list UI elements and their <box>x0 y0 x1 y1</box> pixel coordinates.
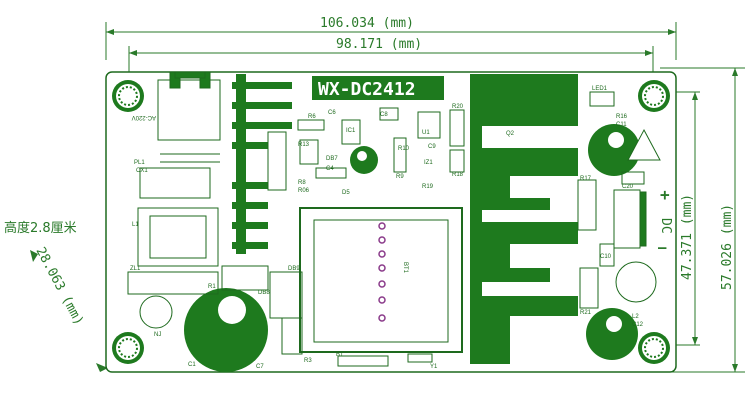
heatsink-left <box>232 74 292 254</box>
capacitor-c12 <box>586 308 638 360</box>
label-c11: C11 <box>616 122 627 128</box>
small-parts <box>297 91 645 367</box>
right-height-text: 57.026 (mm) <box>720 204 735 290</box>
label-c4: C4 <box>326 166 334 172</box>
label-db7: DB7 <box>326 156 338 162</box>
label-r17: R17 <box>580 176 592 182</box>
label-r18: R18 <box>452 172 464 178</box>
label-d5: D5 <box>342 190 350 196</box>
label-nj: NJ <box>154 332 161 338</box>
dc-label: DC <box>658 218 673 234</box>
label-iz1: IZ1 <box>424 160 433 166</box>
capacitor-c1 <box>184 288 268 372</box>
inner-width-text: 98.171 (mm) <box>336 37 422 52</box>
label-r20: R20 <box>452 104 464 110</box>
mounting-hole-bottom-left <box>112 332 144 364</box>
label-u1: U1 <box>422 130 430 136</box>
diagonal-arrow-bottom <box>96 363 108 372</box>
q2-label: Q2 <box>506 131 515 137</box>
transformer-bt1 <box>299 207 463 353</box>
label-ic1: IC1 <box>346 128 356 134</box>
label-r6: R6 <box>308 114 316 120</box>
diagonal-text: 28.063 (mm) <box>32 245 86 328</box>
label-c12: C12 <box>632 322 644 328</box>
mounting-hole-bottom-right <box>638 332 670 364</box>
diagonal-arrow-top <box>30 250 38 262</box>
label-db8: DB8 <box>258 290 270 296</box>
label-c8: C8 <box>380 112 388 118</box>
label-r19: R19 <box>422 184 434 190</box>
label-c1: C1 <box>188 362 196 368</box>
label-pl1: PL1 <box>134 160 145 166</box>
dc-plus: + <box>660 185 670 204</box>
filter-components <box>127 153 303 355</box>
mounting-holes <box>112 80 670 364</box>
label-r8: R8 <box>298 180 306 186</box>
thickness-label: 高度2.8厘米 <box>4 220 77 236</box>
label-c20: C20 <box>622 184 634 190</box>
capacitor-c11 <box>588 124 661 176</box>
board-title: WX-DC2412 <box>318 79 416 100</box>
label-r13: R13 <box>298 142 310 148</box>
heatsink-right <box>470 74 578 364</box>
label-r9: R9 <box>396 174 404 180</box>
label-c9: C9 <box>428 144 436 150</box>
label-zl1: ZL1 <box>130 266 141 272</box>
label-r10: R10 <box>398 146 410 152</box>
varistor-nj <box>139 295 173 329</box>
label-cx1: CX1 <box>136 168 148 174</box>
label-l2: L2 <box>632 314 639 320</box>
label-c6: C6 <box>328 110 336 116</box>
label-r16: R16 <box>616 114 628 120</box>
label-r3: R3 <box>304 358 312 364</box>
mounting-hole-top-left <box>112 80 144 112</box>
ac-label: AC-220V <box>132 114 156 120</box>
label-r1: R1 <box>208 284 216 290</box>
inner-height-text: 47.371 (mm) <box>680 194 695 280</box>
label-db9: DB9 <box>288 266 300 272</box>
label-y1: Y1 <box>430 364 438 370</box>
component-labels: R6 C6 IC1 C8 U1 R20 LED1 R16 C11 R13 DB7… <box>130 86 644 370</box>
dc-output-terminal <box>613 189 647 249</box>
transformer-pins <box>378 222 386 322</box>
label-r06: R06 <box>298 188 310 194</box>
board-title-bg <box>312 76 444 100</box>
label-c7: C7 <box>256 364 264 370</box>
label-c10: C10 <box>600 254 612 260</box>
label-b1: B1 <box>336 352 344 358</box>
dc-minus: — <box>658 240 667 256</box>
top-width-text: 106.034 (mm) <box>320 16 414 31</box>
dimension-arrows <box>106 29 738 372</box>
resistor-block <box>267 131 287 191</box>
inductor-l2 <box>615 261 657 303</box>
bt1-label: BT1 <box>402 262 408 274</box>
label-l1: L1 <box>132 222 139 228</box>
mounting-hole-top-right <box>638 80 670 112</box>
label-r21: R21 <box>580 310 592 316</box>
ac-input-terminal <box>157 71 221 141</box>
label-led1: LED1 <box>592 86 608 92</box>
